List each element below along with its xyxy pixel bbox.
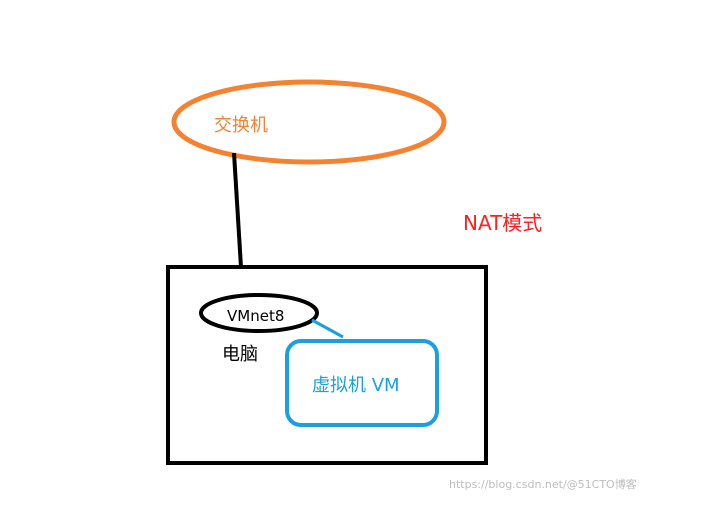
vm-label: 虚拟机 VM [312, 375, 400, 396]
vmnet8-vm-link [311, 318, 344, 339]
vmnet8-node [199, 293, 319, 333]
switch-node [171, 79, 447, 165]
mode-label: NAT模式 [463, 211, 542, 235]
switch-computer-link [232, 152, 243, 268]
watermark-text: https://blog.csdn.net/@51CTO博客 [449, 477, 637, 491]
vm-box [285, 339, 439, 427]
computer-box [166, 265, 488, 465]
vmnet8-label: VMnet8 [227, 307, 284, 325]
switch-label: 交换机 [214, 115, 268, 136]
computer-label: 电脑 [222, 344, 258, 365]
